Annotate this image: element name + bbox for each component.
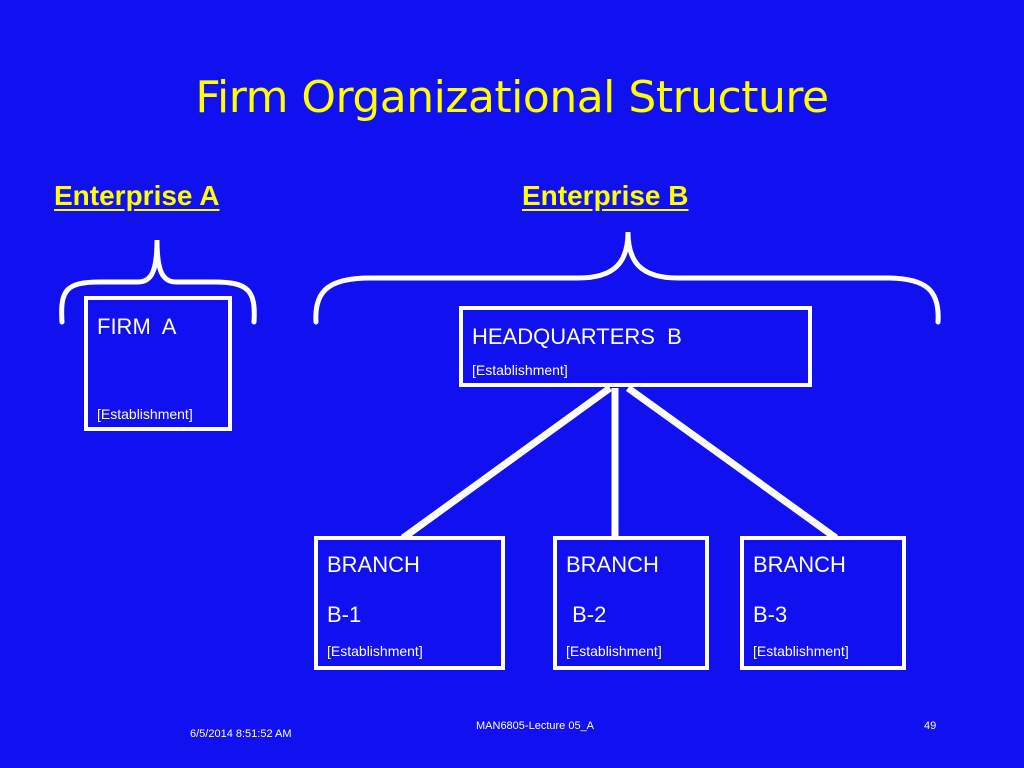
enterprise-a-heading: Enterprise A — [54, 180, 220, 211]
connector-hq-to-b1 — [400, 385, 613, 541]
headquarters-b-type: [Establishment] — [472, 362, 568, 378]
branch-b2-code: B-2 — [566, 602, 607, 627]
enterprise-b-heading: Enterprise B — [522, 180, 689, 211]
branch-b2-type: [Establishment] — [566, 643, 662, 659]
footer-page-number: 49 — [924, 720, 937, 732]
headquarters-b-box: HEADQUARTERS B [Establishment] — [459, 306, 812, 387]
enterprise-a-brace — [59, 239, 257, 325]
firm-a-type: [Establishment] — [97, 406, 193, 422]
enterprise-b-brace — [313, 231, 941, 325]
headquarters-b-name: HEADQUARTERS B — [472, 324, 682, 349]
footer-lecture: MAN6805-Lecture 05_A — [476, 720, 595, 732]
connector-hq-to-b3 — [625, 385, 839, 541]
firm-a-box: FIRM A [Establishment] — [84, 296, 232, 431]
branch-b2-label: BRANCH — [566, 552, 659, 577]
footer-date: 6/5/2014 8:51:52 AM — [190, 728, 292, 740]
branch-b1-type: [Establishment] — [327, 643, 423, 659]
branch-b1-box: BRANCH B-1 [Establishment] — [314, 536, 505, 670]
branch-b2-box: BRANCH B-2 [Establishment] — [553, 536, 709, 670]
slide-title: Firm Organizational Structure — [195, 72, 829, 123]
branch-b3-code: B-3 — [753, 602, 788, 627]
branch-b3-label: BRANCH — [753, 552, 846, 577]
branch-b3-type: [Establishment] — [753, 643, 849, 659]
branch-b1-label: BRANCH — [327, 552, 420, 577]
branch-b1-code: B-1 — [327, 602, 362, 627]
firm-a-name: FIRM A — [97, 314, 177, 339]
branch-b3-box: BRANCH B-3 [Establishment] — [740, 536, 906, 670]
